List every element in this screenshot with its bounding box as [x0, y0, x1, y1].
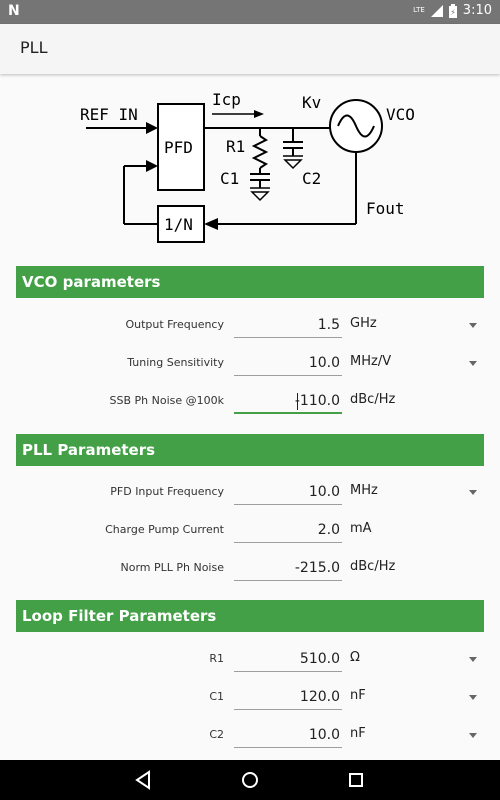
c1-input[interactable]: 120.0 — [234, 684, 342, 710]
ssb-phase-noise-unit: dBc/Hz — [350, 392, 396, 407]
diagram-vco-label: VCO — [386, 105, 415, 124]
tuning-sensitivity-unit-select[interactable]: MHz/V — [350, 354, 392, 369]
c2-unit-select[interactable]: nF — [350, 726, 366, 741]
ssb-phase-noise-input[interactable]: -110.0 — [234, 388, 342, 414]
row-norm-pll-phase-noise: Norm PLL Ph Noise -215.0 dBc/Hz — [0, 551, 500, 587]
diagram-icp-label: Icp — [212, 90, 241, 109]
tuning-sensitivity-input[interactable]: 10.0 — [234, 350, 342, 376]
field-label: Output Frequency — [125, 318, 224, 331]
row-pfd-input-frequency: PFD Input Frequency 10.0 MHz — [0, 475, 500, 511]
norm-pll-phase-noise-input[interactable]: -215.0 — [234, 555, 342, 581]
row-r1: R1 510.0 Ω — [0, 642, 500, 678]
back-icon[interactable] — [132, 768, 156, 792]
dropdown-arrow-icon[interactable] — [469, 695, 477, 700]
dropdown-arrow-icon[interactable] — [469, 323, 477, 328]
field-label: Tuning Sensitivity — [127, 356, 224, 369]
field-label: Charge Pump Current — [105, 523, 224, 536]
field-label: R1 — [209, 652, 224, 665]
section-header-loop-filter: Loop Filter Parameters — [16, 600, 484, 632]
dropdown-arrow-icon[interactable] — [469, 490, 477, 495]
row-c1: C1 120.0 nF — [0, 680, 500, 716]
field-label: Norm PLL Ph Noise — [120, 561, 224, 574]
r1-input[interactable]: 510.0 — [234, 646, 342, 672]
dropdown-arrow-icon[interactable] — [469, 657, 477, 662]
c2-input[interactable]: 10.0 — [234, 722, 342, 748]
battery-icon: ⚡ — [448, 3, 457, 18]
diagram-divider-box — [157, 205, 205, 243]
diagram-c2-label: C2 — [302, 169, 321, 188]
pfd-input-frequency-input[interactable]: 10.0 — [234, 479, 342, 505]
row-c2: C2 10.0 nF — [0, 718, 500, 754]
r1-unit-select[interactable]: Ω — [350, 650, 360, 665]
pfd-input-frequency-unit-select[interactable]: MHz — [350, 483, 378, 498]
notification-n-icon: N — [8, 3, 20, 19]
c1-unit-select[interactable]: nF — [350, 688, 366, 703]
signal-icon — [430, 4, 443, 17]
row-output-frequency: Output Frequency 1.5 GHz — [0, 308, 500, 344]
dropdown-arrow-icon[interactable] — [469, 733, 477, 738]
diagram-ref-in-label: REF IN — [80, 105, 138, 124]
charge-pump-current-unit: mA — [350, 521, 372, 536]
field-label: C1 — [209, 690, 224, 703]
pll-block-diagram: REF IN PFD 1/N Icp Kv R1 C1 C2 — [80, 90, 415, 243]
diagram-r1-label: R1 — [226, 137, 245, 156]
diagram-pfd-box — [157, 103, 205, 191]
section-header-pll: PLL Parameters — [16, 434, 484, 466]
field-label: C2 — [209, 728, 224, 741]
dropdown-arrow-icon[interactable] — [469, 361, 477, 366]
clock: 3:10 — [462, 3, 492, 18]
diagram-c1-label: C1 — [220, 169, 239, 188]
home-icon[interactable] — [238, 768, 262, 792]
row-tuning-sensitivity: Tuning Sensitivity 10.0 MHz/V — [0, 346, 500, 382]
row-charge-pump-current: Charge Pump Current 2.0 mA — [0, 513, 500, 549]
output-frequency-input[interactable]: 1.5 — [234, 312, 342, 338]
diagram-kv-label: Kv — [302, 93, 321, 112]
network-type: LTE — [413, 6, 425, 14]
diagram-pfd-label: PFD — [164, 138, 193, 157]
main-content[interactable]: REF IN PFD 1/N Icp Kv R1 C1 C2 — [0, 76, 500, 760]
page-title: PLL — [20, 38, 48, 57]
field-label: SSB Ph Noise @100k — [109, 394, 225, 407]
section-header-vco: VCO parameters — [16, 266, 484, 298]
recents-icon[interactable] — [344, 768, 368, 792]
field-label: PFD Input Frequency — [110, 485, 224, 498]
diagram-fout-label: Fout — [366, 199, 405, 218]
norm-pll-phase-noise-unit: dBc/Hz — [350, 559, 396, 574]
diagram-divider-label: 1/N — [164, 215, 193, 234]
charge-pump-current-input[interactable]: 2.0 — [234, 517, 342, 543]
row-ssb-phase-noise: SSB Ph Noise @100k -110.0 dBc/Hz — [0, 384, 500, 420]
svg-text:⚡: ⚡ — [450, 8, 456, 17]
app-bar: PLL — [0, 24, 500, 74]
navigation-bar — [0, 760, 500, 800]
status-bar: N LTE ⚡ 3:10 — [0, 0, 500, 24]
output-frequency-unit-select[interactable]: GHz — [350, 316, 377, 331]
